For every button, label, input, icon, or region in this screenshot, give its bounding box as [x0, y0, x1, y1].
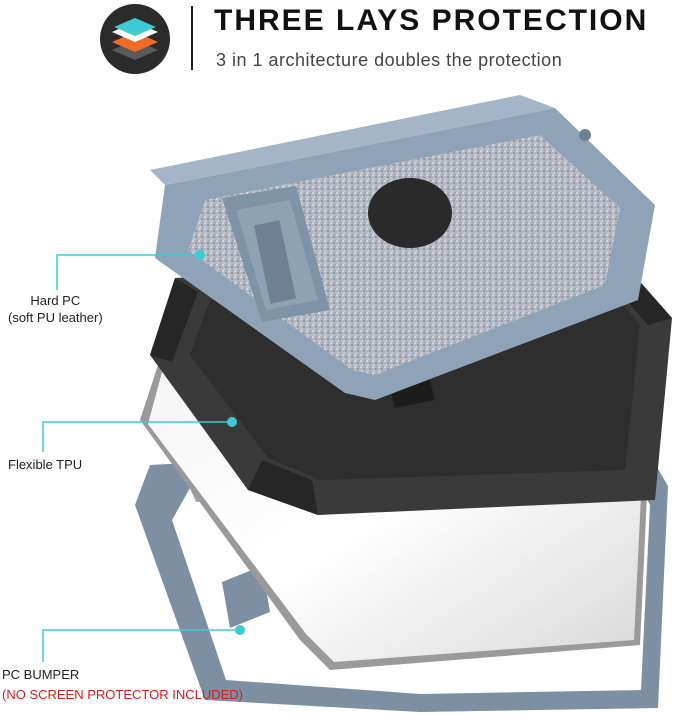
- screen-protector-note: (NO SCREEN PROTECTOR INCLUDED): [2, 687, 244, 702]
- page-title: THREE LAYS PROTECTION: [214, 4, 649, 37]
- hard-pc-label: Hard PC (soft PU leather): [8, 292, 103, 326]
- hard-pc-name: Hard PC: [30, 293, 81, 308]
- layers-icon: [100, 4, 170, 74]
- bumper-marker: [235, 625, 245, 635]
- tpu-label: Flexible TPU: [8, 457, 83, 472]
- hard-pc-shell: [150, 95, 655, 400]
- page-subtitle: 3 in 1 architecture doubles the protecti…: [216, 50, 563, 70]
- bumper-label: PC BUMPER: [2, 667, 80, 682]
- hard-pc-marker: [195, 250, 205, 260]
- leader-lines: [42, 254, 240, 662]
- tpu-marker: [227, 417, 237, 427]
- hard-pc-detail: (soft PU leather): [8, 310, 103, 325]
- header-divider: [191, 6, 193, 70]
